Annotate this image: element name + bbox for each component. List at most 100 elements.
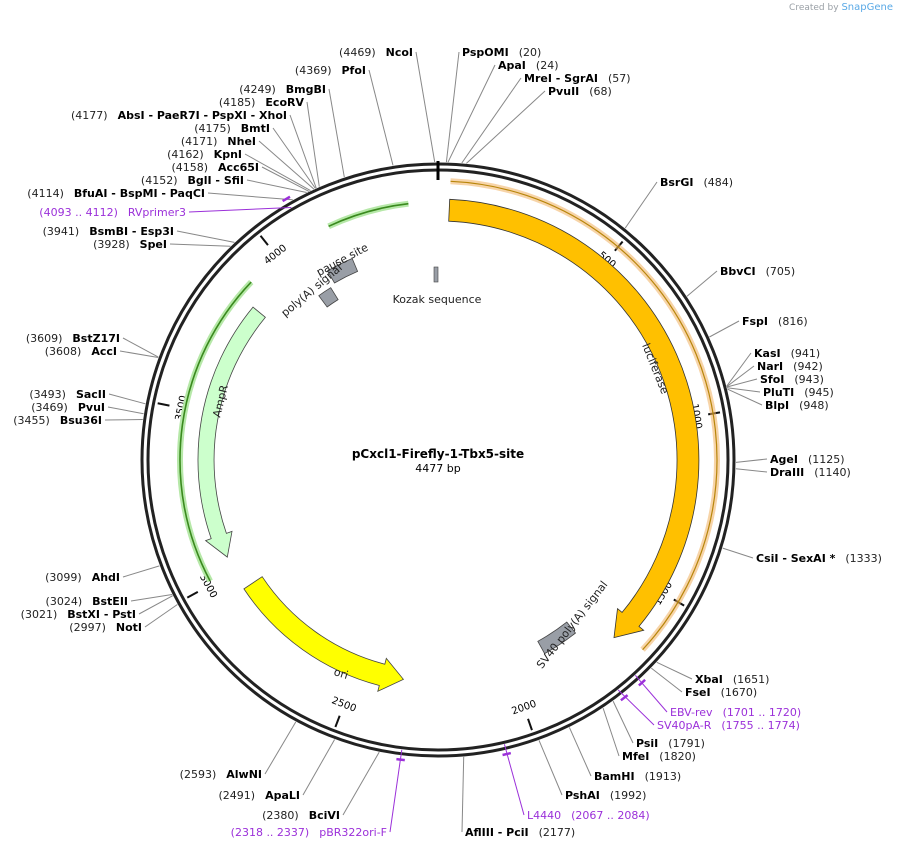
site-leader-line: [466, 90, 546, 164]
restriction-site-label[interactable]: NarI(942): [757, 360, 823, 373]
ampr-feature[interactable]: [197, 306, 266, 558]
restriction-site-label[interactable]: (4177)AbsI - PaeR7I - PspXI - XhoI: [71, 109, 287, 122]
site-leader-line: [130, 594, 173, 602]
restriction-site-label[interactable]: (2593)AlwNI: [180, 768, 262, 781]
site-leader-line: [122, 565, 160, 578]
green-strand-arc-left: [179, 281, 252, 582]
site-leader-line: [138, 595, 173, 615]
restriction-site-label[interactable]: BsrGI(484): [660, 176, 733, 189]
restriction-site-label[interactable]: SfoI(943): [760, 373, 824, 386]
site-leader-line: [264, 721, 297, 775]
ruler-tick-label: 2500: [330, 695, 358, 714]
site-leader-line: [122, 337, 159, 358]
restriction-site-label[interactable]: PvuII(68): [548, 85, 612, 98]
restriction-site-label[interactable]: (4469)NcoI: [339, 46, 413, 59]
restriction-site-label[interactable]: MfeI(1820): [622, 750, 696, 763]
kozak-feature[interactable]: [433, 266, 439, 283]
restriction-site-label[interactable]: (3021)BstXI - PstI: [21, 608, 136, 621]
ori-label: ori: [332, 665, 349, 682]
restriction-site-label[interactable]: AgeI(1125): [770, 453, 845, 466]
restriction-site-label[interactable]: (3608)AccI: [45, 345, 117, 358]
brand-created-by: Created by: [789, 3, 839, 13]
ruler-tick: [186, 590, 199, 599]
restriction-site-label[interactable]: (4175)BmtI: [194, 122, 270, 135]
restriction-site-label[interactable]: (3024)BstEII: [46, 595, 128, 608]
restriction-site-label[interactable]: KasI(941): [754, 347, 820, 360]
site-leader-line: [176, 230, 235, 243]
primer-label[interactable]: L4440(2067 .. 2084): [527, 809, 650, 822]
restriction-site-label[interactable]: (4171)NheI: [181, 135, 256, 148]
restriction-site-label[interactable]: (3455)Bsu36I: [13, 414, 102, 427]
site-leader-line: [727, 388, 763, 406]
site-leader-line: [735, 458, 768, 463]
site-leader-line: [656, 661, 693, 680]
restriction-site-label[interactable]: (4162)KpnI: [167, 148, 242, 161]
restriction-site-label[interactable]: (3609)BstZ17I: [26, 332, 120, 345]
luciferase-outline-line: [450, 180, 718, 651]
restriction-site-label[interactable]: CsiI - SexAI *(1333): [756, 552, 882, 565]
restriction-site-label[interactable]: (2491)ApaLI: [219, 789, 301, 802]
site-leader-line: [107, 406, 144, 415]
restriction-site-label[interactable]: BlpI(948): [765, 399, 829, 412]
ori-feature[interactable]: [243, 576, 405, 693]
ruler-tick-label: 4000: [262, 243, 289, 267]
ruler-tick: [157, 402, 170, 407]
primer-label[interactable]: (4093 .. 4112)RVprimer3: [39, 206, 186, 219]
site-leader-line: [445, 51, 460, 163]
site-leader-line: [726, 352, 752, 387]
restriction-site-label[interactable]: BamHI(1913): [594, 770, 681, 783]
primer-leader-line: [634, 674, 668, 713]
restriction-site-label[interactable]: PluTI(945): [763, 386, 834, 399]
restriction-site-label[interactable]: DraIII(1140): [770, 466, 851, 479]
restriction-site-label[interactable]: (4158)Acc65I: [171, 161, 259, 174]
primer-binding-mark: [620, 694, 629, 702]
restriction-site-label[interactable]: PspOMI(20): [462, 46, 541, 59]
plasmid-length: 4477 bp: [415, 462, 460, 475]
restriction-site-label[interactable]: BbvCI(705): [720, 265, 795, 278]
primer-leader-line: [389, 749, 403, 833]
site-leader-line: [686, 270, 718, 297]
luciferase-feature[interactable]: [448, 198, 700, 639]
restriction-site-label[interactable]: FspI(816): [742, 315, 808, 328]
restriction-site-label[interactable]: XbaI(1651): [695, 673, 769, 686]
restriction-site-label[interactable]: (4369)PfoI: [295, 64, 366, 77]
restriction-site-label[interactable]: (3469)PvuI: [31, 401, 105, 414]
restriction-site-label[interactable]: (3493)SacII: [29, 388, 106, 401]
site-leader-line: [726, 365, 755, 387]
restriction-site-label[interactable]: (2380)BciVI: [262, 809, 340, 822]
primer-label[interactable]: SV40pA-R(1755 .. 1774): [657, 719, 800, 732]
restriction-site-label[interactable]: (3928)SpeI: [93, 238, 167, 251]
restriction-site-label[interactable]: AflIII - PciI(2177): [465, 826, 575, 839]
restriction-site-label[interactable]: ApaI(24): [498, 59, 559, 72]
polya-signal-feature[interactable]: [318, 287, 339, 308]
site-leader-line: [538, 740, 563, 796]
kozak-label: Kozak sequence: [393, 293, 482, 306]
restriction-site-label[interactable]: (4114)BfuAI - BspMI - PaqCI: [27, 187, 205, 200]
restriction-site-label[interactable]: (3941)BsmBI - Esp3I: [43, 225, 174, 238]
site-leader-line: [328, 88, 345, 178]
site-leader-line: [342, 751, 380, 816]
site-leader-line: [461, 77, 522, 164]
site-leaders: [104, 51, 768, 833]
restriction-site-label[interactable]: (4185)EcoRV: [219, 96, 305, 109]
ruler-tick: [527, 718, 533, 731]
site-leader-line: [727, 387, 761, 393]
pause-site-feature[interactable]: [326, 257, 359, 284]
site-leader-line: [709, 320, 740, 338]
primer-label[interactable]: (2318 .. 2337)pBR322ori-F: [231, 826, 387, 839]
sv40-polya-feature[interactable]: [537, 621, 577, 655]
restriction-site-label[interactable]: (4152)BglI - SfiI: [141, 174, 244, 187]
restriction-site-label[interactable]: (3099)AhdI: [45, 571, 120, 584]
primer-label[interactable]: EBV-rev(1701 .. 1720): [670, 706, 801, 719]
site-leader-line: [169, 243, 231, 247]
site-leader-line: [722, 547, 754, 559]
restriction-site-label[interactable]: PsiI(1791): [636, 737, 705, 750]
site-leader-line: [244, 153, 311, 192]
restriction-site-label[interactable]: (4249)BmgBI: [239, 83, 326, 96]
restriction-site-label[interactable]: (2997)NotI: [69, 621, 142, 634]
restriction-site-label[interactable]: PshAI(1992): [565, 789, 646, 802]
restriction-site-label[interactable]: FseI(1670): [685, 686, 757, 699]
restriction-site-label[interactable]: MreI - SgrAI(57): [524, 72, 631, 85]
